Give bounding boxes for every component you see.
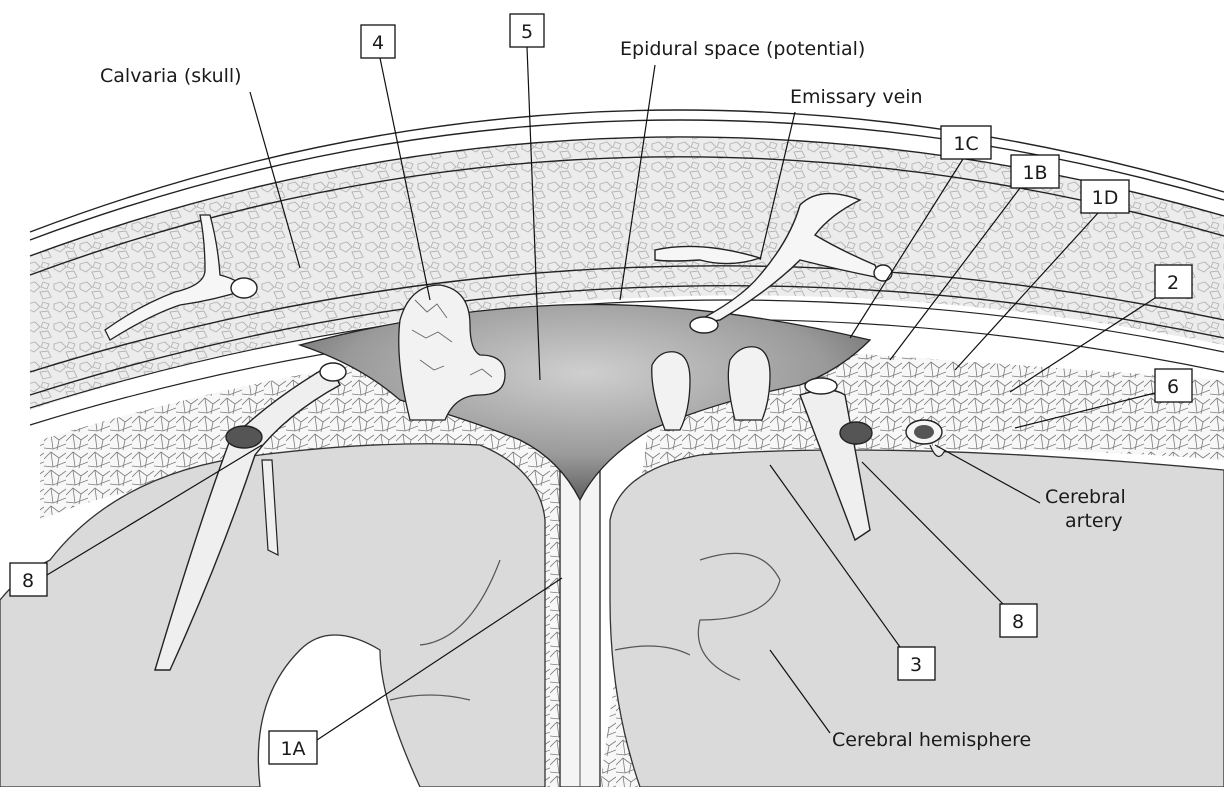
svg-text:1D: 1D	[1092, 187, 1119, 209]
label-epidural-space: Epidural space (potential)	[620, 38, 865, 60]
svg-text:2: 2	[1167, 272, 1179, 294]
label-calvaria: Calvaria (skull)	[100, 65, 242, 87]
svg-text:6: 6	[1167, 376, 1179, 398]
label-cerebral-artery-line2: artery	[1065, 510, 1123, 532]
svg-text:3: 3	[910, 654, 922, 676]
label-emissary-vein: Emissary vein	[790, 86, 923, 108]
label-cerebral-hemisphere: Cerebral hemisphere	[832, 729, 1031, 751]
svg-text:8: 8	[22, 570, 34, 592]
svg-text:5: 5	[521, 21, 533, 43]
svg-text:4: 4	[372, 32, 384, 54]
svg-text:1A: 1A	[280, 738, 305, 760]
svg-text:8: 8	[1012, 611, 1024, 633]
falx-cerebri	[560, 470, 600, 787]
arachnoid-granulation-right-2	[728, 347, 770, 420]
svg-text:1C: 1C	[953, 133, 978, 155]
svg-text:1B: 1B	[1022, 162, 1047, 184]
label-cerebral-artery-line1: Cerebral	[1045, 486, 1126, 508]
